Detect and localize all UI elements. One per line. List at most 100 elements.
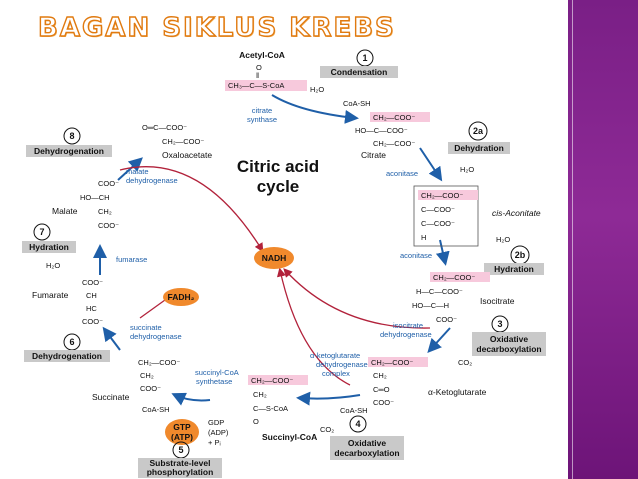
gdp-1: (ADP) [208,428,229,437]
co2-4: CO₂ [320,425,334,434]
arrow-dehydrogenation-6 [102,326,121,351]
enzyme-akg-dh-0: α-ketoglutarate [310,351,360,360]
enzyme-aconitase-1: aconitase [386,169,418,178]
akg-name: α-Ketoglutarate [428,387,487,397]
arrow-substrate [171,392,211,406]
nadh-hub [254,247,294,269]
acetylcoa-name: Acetyl-CoA [239,50,285,60]
step-3-label: Oxidative [490,334,529,344]
arrow-hydration [435,239,450,266]
mal-name: Malate [52,206,78,216]
succcoa-highlight [248,375,308,385]
acetyl-highlight [225,80,307,91]
step-5-label-box [138,458,222,478]
nadh-label: NADH [262,253,287,263]
nadh-path-isocitrate [283,268,431,329]
fum-struct-2: HC [86,304,97,313]
step-8-badge [63,127,81,145]
step-5-label: Substrate-level [150,458,211,468]
enzyme-akg-dh-1: dehydrogenase [316,360,368,369]
step-2b-label: Hydration [494,264,534,274]
cisacon-highlight [418,190,478,200]
enzyme-citrate-synthase-0: citrate [252,106,272,115]
mal-struct-0: COO⁻ [98,179,119,188]
acetyl-struct-1: ‖ [256,71,259,80]
step-7-label: Hydration [29,242,69,252]
acetyl-struct-0: O [256,63,262,72]
step-4-num: 4 [355,419,360,429]
cisacon-bracket [413,185,479,247]
enzyme-isocitrate-dh-0: isocitrate [393,321,423,330]
akg-highlight [368,357,428,367]
arrow-condensation [271,94,359,124]
citrate-struct-2: CH₂—COO⁻ [373,139,415,148]
mal-struct-3: COO⁻ [98,221,119,230]
arrow-decarb-3 [427,327,451,353]
enzyme-malate-dh-0: malate [126,167,149,176]
citrate-struct-1: HO—C—COO⁻ [355,126,408,135]
step-3-label-box [472,332,546,356]
step-4-label2: decarboxylation [334,448,399,458]
center-title-line1: Citric acid [237,157,319,176]
fum-struct-0: COO⁻ [82,278,103,287]
akg-struct-3: COO⁻ [373,398,394,407]
enzyme-fumarase: fumarase [116,255,147,264]
h2o-1: H₂O [310,85,324,94]
step-8-num: 8 [69,131,74,141]
step-1-label-box [320,66,398,78]
step-1-label: Condensation [331,67,388,77]
coash-5: CoA-SH [142,405,170,414]
succ-struct-2: COO⁻ [140,384,161,393]
cisacon-struct-0: CH₂—COO⁻ [421,191,463,200]
isocit-struct-2: HO—C—H [412,301,449,310]
step-2a-label: Dehydration [454,143,504,153]
step-7-label-box [22,241,76,253]
mal-struct-2: CH₂ [98,207,112,216]
step-2a-num: 2a [473,126,484,136]
cisacon-name: cis-Aconitate [492,208,541,218]
step-2a-badge [468,121,488,141]
oxa-name: Oxaloacetate [162,150,212,160]
succ-name: Succinate [92,392,130,402]
h2o-2a: H₂O [460,165,474,174]
step-4-label: Oxidative [348,438,387,448]
h2o-7: H₂O [46,261,60,270]
step-3-label2: decarboxylation [476,344,541,354]
oxa-struct-0: O═C—COO⁻ [142,123,187,132]
fum-name: Fumarate [32,290,69,300]
succcoa-struct-1: CH₂ [253,390,267,399]
isocit-struct-3: COO⁻ [436,315,457,324]
succcoa-struct-2: C—S-CoA [253,404,288,413]
cisacon-struct-1: C—COO⁻ [421,205,455,214]
enzyme-isocitrate-dh-1: dehydrogenase [380,330,432,339]
succcoa-name: Succinyl-CoA [262,432,317,442]
gdp-2: + Pᵢ [208,438,221,447]
fadh2-hub [163,288,199,306]
citrate-highlight [370,112,430,122]
step-6-label: Dehydrogenation [32,351,102,361]
isocit-highlight [430,272,490,282]
step-2b-label-box [484,263,544,275]
isocit-struct-1: H—C—COO⁻ [416,287,463,296]
step-5-label2: phosphorylation [147,467,214,477]
enzyme-malate-dh-1: dehydrogenase [126,176,178,185]
enzyme-succinate-dh-1: dehydrogenase [130,332,182,341]
gdp-0: GDP [208,418,224,427]
enzyme-succinyl-synth-0: succinyl-CoA [195,368,239,377]
step-8-label-box [26,145,112,157]
step-1-num: 1 [362,53,367,63]
akg-struct-0: CH₂—COO⁻ [371,358,413,367]
citrate-name: Citrate [361,150,386,160]
step-8-label: Dehydrogenation [34,146,104,156]
acetyl-struct-2: CH₃—C—S-CoA [228,81,284,90]
fadh2-label: FADH₂ [168,292,195,302]
step-2b-num: 2b [515,250,526,260]
isocit-struct-0: CH₂—COO⁻ [433,273,475,282]
arrow-dehydration [419,147,443,182]
isocit-name: Isocitrate [480,296,515,306]
succ-struct-1: CH₂ [140,371,154,380]
center-title-line2: cycle [257,177,300,196]
arrow-dehydrogenation-8 [117,157,143,181]
enzyme-succinyl-synth-1: synthetase [196,377,232,386]
page-title: BAGAN SIKLUS KREBS [37,12,396,43]
